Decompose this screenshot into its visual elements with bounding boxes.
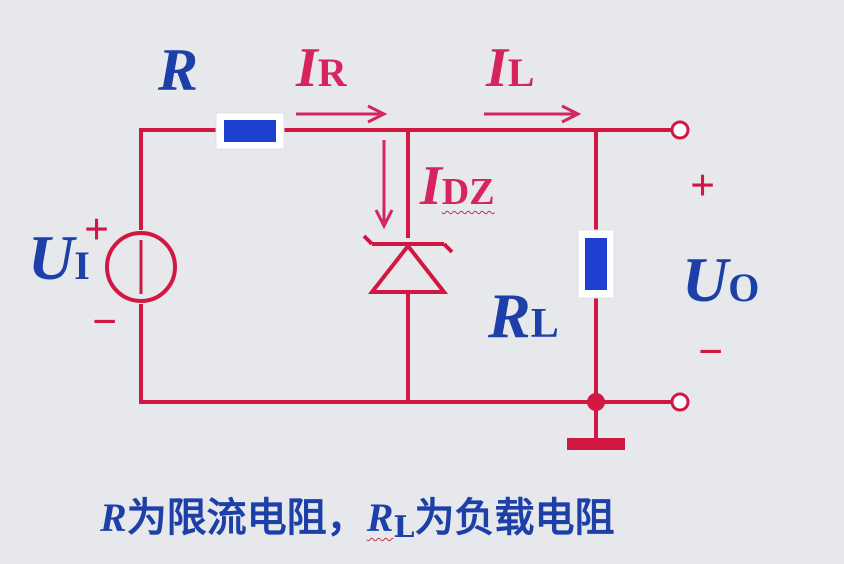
- source-ui-main: U: [28, 222, 75, 293]
- current-il-sub: L: [507, 50, 535, 95]
- current-idz-main: I: [420, 155, 442, 217]
- resistor-r-label: R: [158, 37, 199, 103]
- caption-rl-sub: L: [393, 510, 415, 545]
- wire-left-top: [139, 128, 218, 230]
- load-rl-sub: L: [530, 301, 559, 347]
- current-idz-label: IDZ: [420, 158, 495, 214]
- junction-dot: [587, 393, 605, 411]
- output-uo-label: UO: [682, 248, 759, 312]
- arrow-idz-head: [374, 209, 394, 230]
- source-ui-sub: I: [74, 243, 90, 288]
- load-rl-main: R: [488, 280, 531, 351]
- arrow-il-head: [561, 104, 582, 124]
- wires: [139, 128, 672, 438]
- output-plus-sign: +: [690, 161, 716, 210]
- output-minus-sign: −: [698, 327, 724, 376]
- arrow-ir-head: [367, 104, 388, 124]
- caption: R为限流电阻，RL为负载电阻: [100, 498, 614, 543]
- terminal-icon: [670, 392, 690, 412]
- load-resistor-icon: [577, 229, 615, 299]
- resistor-icon: [215, 112, 285, 150]
- source-ui-label: UI: [28, 226, 90, 290]
- caption-r-text: 为限流电阻，: [126, 494, 367, 541]
- load-rl-label: RL: [488, 284, 559, 348]
- current-arrows: [296, 104, 582, 230]
- caption-rl-text: 为负载电阻: [414, 494, 615, 541]
- output-uo-main: U: [682, 244, 729, 315]
- voltage-source-icon: [105, 231, 177, 303]
- ground-icon: [567, 438, 625, 450]
- source-minus-sign: −: [92, 297, 118, 346]
- current-idz-sub: DZ: [441, 171, 495, 213]
- caption-r-symbol: R: [100, 495, 127, 540]
- terminal-icon: [670, 120, 690, 140]
- current-il-main: I: [486, 37, 508, 99]
- wire-bottom: [139, 304, 672, 404]
- current-il-label: IL: [486, 40, 534, 96]
- output-uo-sub: O: [728, 265, 760, 310]
- current-ir-main: I: [296, 37, 318, 99]
- current-ir-sub: R: [317, 50, 347, 95]
- current-ir-label: IR: [296, 40, 347, 96]
- caption-rl-symbol: R: [366, 495, 394, 540]
- zener-diode-icon: [362, 234, 454, 294]
- source-plus-sign: +: [84, 205, 110, 254]
